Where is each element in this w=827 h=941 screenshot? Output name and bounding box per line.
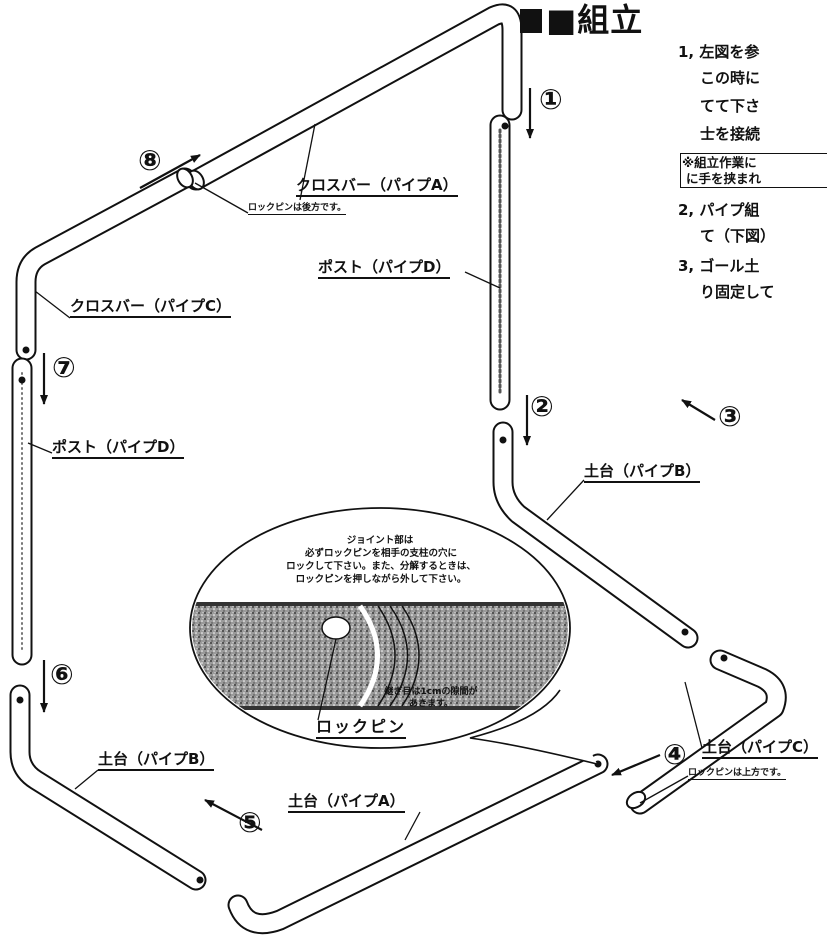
joint-note-line4: ロックピンを押しながら外して下さい。 [295,574,467,585]
leader-lines [27,123,703,841]
note-lockpin-up: ロックピンは上方です。 [688,768,787,780]
step-number-6: ⑥ [50,658,74,691]
label-base-b-right: 土台（パイプB） [584,462,701,483]
detail-bubble [189,507,598,765]
step2-line1: 2, パイプ組 [678,201,760,219]
step-number-4: ④ [663,738,687,771]
step-arrows [40,88,716,831]
step-number-3: ③ [718,400,742,433]
step3-line2: り固定して [700,283,775,301]
gap-note-line2: あきます。 [408,699,454,709]
label-post-d-left: ポスト（パイプD） [52,438,185,459]
step-number-1: ① [539,83,563,116]
pipes [9,3,787,935]
label-base-b-left: 土台（パイプB） [98,750,215,771]
lock-pin-graphic [321,616,351,640]
label-crossbar-a: クロスバー（パイプA） [296,176,458,197]
joint-note-line1: ジョイント部は [346,535,414,546]
arrow-step-3 [681,399,716,421]
caution-line1: ※組立作業に [682,155,757,170]
step-number-2: ② [530,390,554,423]
label-crossbar-c: クロスバー（パイプC） [70,297,232,318]
label-post-d-right: ポスト（パイプD） [318,258,451,279]
step1-line4: 士を接続 [700,125,761,143]
pipe-crossbar-c [15,167,196,361]
arrow-step-4 [611,753,661,777]
step1-line3: てて下さ [700,97,761,115]
label-base-c: 土台（パイプC） [702,738,819,759]
label-base-a: 土台（パイプA） [288,792,405,813]
pipe-ends [16,122,728,884]
instructions-title: ■組立 [520,2,643,38]
joint-note-line2: 必ずロックピンを相手の支柱の穴に [304,548,457,559]
title-square-mark [520,9,542,33]
step-number-7: ⑦ [52,351,76,384]
step-number-8: ⑧ [138,144,162,177]
caution-box [680,153,827,188]
step2-line2: て（下図） [700,227,776,245]
arrow-step-5 [204,799,263,831]
lockpin-label: ロックピン [316,717,407,739]
step1-line2: この時に [700,69,761,87]
step3-line1: 3, ゴール土 [678,257,760,275]
caution-line2: に手を挟まれ [686,171,762,186]
step1-line1: 1, 左図を参 [678,43,760,61]
joint-note-line3: ロックして下さい。また、分解するときは、 [286,561,476,572]
arrow-step-8 [139,154,201,189]
note-lockpin-back: ロックピンは後方です。 [248,203,347,215]
step-number-5: ⑤ [238,806,262,839]
gap-note-line1: 継ぎ目は1cmの隙間が [384,687,478,697]
